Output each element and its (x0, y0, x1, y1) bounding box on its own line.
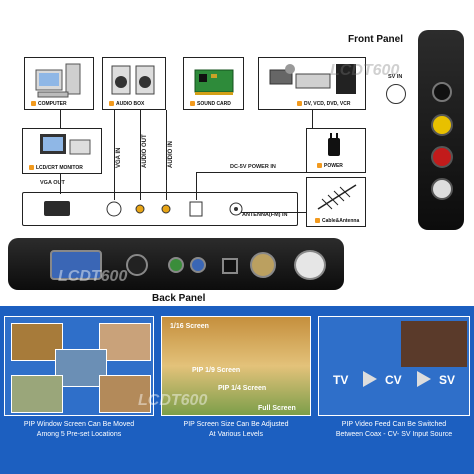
vga-out-port-icon (44, 201, 70, 216)
caption-2: PIP Screen Size Can Be Adjusted At Vario… (183, 421, 289, 438)
audio-in-label: AUDIO IN (168, 141, 174, 168)
computer-label: COMPUTER (38, 101, 67, 107)
back-dc-port-icon (222, 258, 238, 274)
back-audio-in-port-icon (190, 257, 206, 273)
input-sv: SV (439, 373, 456, 387)
antenna-fm-label: ANTENNA(FM) IN (242, 212, 288, 218)
back-panel-title: Back Panel (152, 293, 206, 304)
antenna-box: Cable&Antenna (306, 177, 366, 227)
screen-pip-position (4, 316, 154, 416)
screen-pip-source: TV CV SV (318, 316, 470, 416)
audio-in-port-icon (161, 204, 171, 214)
power-plug-icon (328, 133, 340, 156)
front-sv-port-icon (432, 82, 452, 102)
monitor-box: LCD/CRT MONITOR (22, 128, 102, 174)
input-tv: TV (333, 373, 349, 387)
computer-icon (35, 63, 81, 98)
monitor-icon (40, 134, 91, 155)
front-panel-title: Front Panel (348, 34, 404, 45)
screen-pip-size: 1/16 Screen PIP 1/9 Screen PIP 1/4 Scree… (161, 316, 311, 416)
label-1-16: 1/16 Screen (170, 323, 209, 330)
dvd-player-icon (269, 64, 356, 94)
dc-power-label: DC-5V POWER IN (230, 164, 276, 170)
dc-power-port-icon (189, 201, 203, 217)
watermark: LCDT600 (138, 392, 208, 409)
strip-ports (44, 201, 243, 217)
audio-box-label: AUDIO BOX (116, 101, 145, 107)
dvd-box: DV, VCD, DVD, VCR (258, 57, 366, 110)
sv-in-port-icon (386, 84, 406, 104)
arrow-icon (417, 371, 431, 387)
back-vga-port-icon (50, 250, 102, 280)
audio-out-port-icon (135, 204, 145, 214)
vga-in-port-icon (106, 201, 122, 217)
front-panel-device (418, 30, 464, 230)
sound-card-label: SOUND CARD (197, 101, 231, 107)
back-antenna-port-icon (250, 252, 276, 278)
speaker-icon (111, 65, 155, 95)
back-audio-out-port-icon (168, 257, 184, 273)
caption-1: PIP Window Screen Can Be Moved Among 5 P… (23, 421, 135, 438)
caption-3: PIP Video Feed Can Be Switched Between C… (335, 421, 453, 438)
sound-card-icon (194, 69, 234, 95)
antenna-label: Cable&Antenna (322, 218, 360, 224)
vga-out-label: VGA OUT (40, 180, 65, 186)
label-1-9: PIP 1/9 Screen (192, 367, 241, 374)
label-1-4: PIP 1/4 Screen (218, 385, 267, 392)
input-cv: CV (385, 373, 402, 387)
back-panel-device (8, 238, 344, 290)
power-box: POWER (306, 128, 366, 173)
computer-box: COMPUTER (24, 57, 94, 110)
front-white-port-icon (431, 178, 453, 200)
label-full: Full Screen (258, 405, 296, 412)
power-label: POWER (324, 163, 343, 169)
sound-card-box: SOUND CARD (183, 57, 244, 110)
front-yellow-port-icon (431, 114, 453, 136)
antenna-icon (317, 184, 357, 210)
front-red-port-icon (431, 146, 453, 168)
dvd-label: DV, VCD, DVD, VCR (304, 101, 351, 107)
watermark: LCDT600 (58, 268, 128, 285)
audio-out-label: AUDIO OUT (142, 134, 148, 168)
sv-in-label: SV IN (388, 74, 403, 80)
audio-box-box: AUDIO BOX (102, 57, 166, 110)
monitor-label: LCD/CRT MONITOR (36, 165, 83, 171)
arrow-icon (363, 371, 377, 387)
watermark: LCDT600 (330, 62, 400, 79)
vga-in-label: VGA IN (116, 147, 122, 168)
back-logo-icon (294, 250, 326, 280)
back-sv-port-icon (126, 254, 148, 276)
